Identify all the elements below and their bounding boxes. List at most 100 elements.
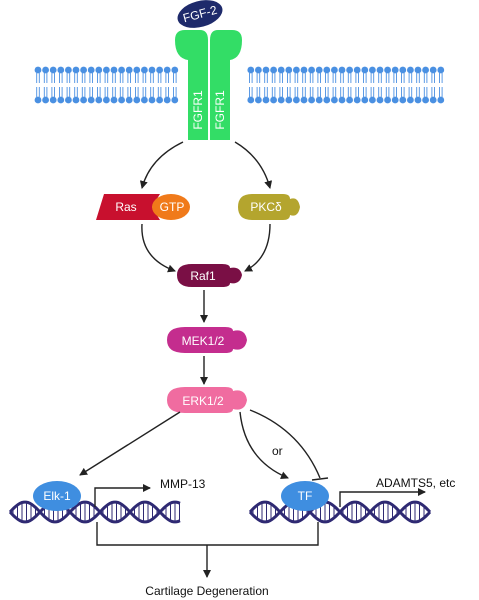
arrow-erk-to-elk1 (79, 411, 181, 476)
elk1-label: Elk-1 (43, 489, 71, 503)
lipid-head (308, 66, 315, 74)
lipid-head (346, 66, 353, 74)
erk12-node: ERK1/2 (167, 387, 247, 413)
lipid-head (163, 96, 171, 104)
inhibition-erk-to-tf (249, 409, 321, 479)
lipid-head (65, 66, 72, 74)
fgfr1-left-label: FGFR1 (191, 90, 205, 130)
lipid-head (103, 96, 110, 104)
lipid-head (437, 66, 445, 74)
lipid-head (156, 66, 164, 74)
lipid-head (148, 96, 156, 104)
pkc-label: PKCδ (250, 200, 282, 214)
lipid-head (125, 66, 133, 74)
lipid-head (255, 96, 262, 104)
lipid-head (133, 96, 141, 104)
mmp13-label: MMP-13 (160, 477, 206, 491)
lipid-head (376, 66, 384, 74)
lipid-head (156, 96, 164, 104)
lipid-head (361, 96, 369, 104)
lipid-head (407, 96, 414, 104)
dna-helix-left (8, 500, 181, 524)
lipid-head (34, 96, 42, 104)
lipid-head (315, 96, 323, 104)
lipid-head (103, 66, 110, 74)
lipid-head (125, 96, 133, 104)
transcription-arrow-adamts5 (339, 488, 426, 507)
lipid-head (72, 96, 80, 104)
lipid-head (49, 66, 57, 74)
lipid-head (353, 66, 361, 74)
arrow-ras-to-raf1 (141, 223, 176, 273)
lipid-head (369, 96, 376, 104)
lipid-head (384, 96, 391, 104)
outcome-label: Cartilage Degeneration (145, 584, 268, 598)
lipid-head (133, 66, 141, 74)
cell-membrane (34, 66, 445, 104)
ras-label: Ras (115, 200, 136, 214)
lipid-head (300, 66, 308, 74)
fgfr1-right-label: FGFR1 (213, 90, 227, 130)
convergence-bracket (96, 522, 319, 546)
lipid-head (57, 66, 65, 74)
arrow-pkc-to-raf1 (244, 223, 271, 272)
lipid-head (376, 96, 384, 104)
fgfr1-receptor-dimer: FGFR1 FGFR1 (175, 30, 242, 140)
dna-strand (8, 500, 181, 524)
lipid-head (148, 66, 156, 74)
transcription-arrow-mmp13 (94, 484, 151, 507)
lipid-head (384, 66, 391, 74)
lipid-head (87, 66, 95, 74)
lipid-head (110, 96, 118, 104)
lipid-head (171, 96, 179, 104)
lipid-head (87, 96, 95, 104)
arrow-erk-to-tf (239, 411, 289, 479)
lipid-head (429, 66, 437, 74)
tf-label: TF (298, 489, 313, 503)
lipid-head (338, 66, 346, 74)
lipid-head (429, 96, 437, 104)
lipid-head (300, 96, 308, 104)
fgf2-ligand: FGF-2 (177, 0, 223, 28)
lipid-head (437, 96, 445, 104)
raf1-node: Raf1 (177, 264, 242, 287)
lipid-head (414, 96, 422, 104)
lipid-head (346, 96, 353, 104)
lipid-head (118, 96, 125, 104)
lipid-head (65, 96, 72, 104)
arrow-receptor-to-pkc (234, 141, 273, 189)
lipid-head (141, 66, 148, 74)
lipid-head (163, 66, 171, 74)
lipid-head (407, 66, 414, 74)
lipid-head (171, 66, 179, 74)
lipid-head (323, 66, 331, 74)
fgfr1-right-chain (210, 30, 242, 140)
lipid-head (118, 66, 125, 74)
gtp-shape (152, 194, 190, 220)
raf1-label: Raf1 (190, 269, 216, 283)
fgfr1-left-chain (175, 30, 208, 140)
tf-node: TF (281, 481, 329, 511)
lipid-head (308, 96, 315, 104)
lipid-head (270, 66, 277, 74)
lipid-head (323, 96, 331, 104)
lipid-head (141, 96, 148, 104)
lipid-head (42, 96, 49, 104)
dna-strand (248, 500, 432, 524)
lipid-head (338, 96, 346, 104)
gtp-label: GTP (160, 200, 185, 214)
inhibition-bar (311, 477, 329, 481)
lipid-head (285, 96, 293, 104)
lipid-head (331, 66, 338, 74)
pkc-delta-node: PKCδ (238, 194, 300, 220)
lipid-head (422, 66, 429, 74)
or-label: or (272, 444, 283, 458)
lipid-head (391, 66, 399, 74)
arrow-receptor-to-ras (139, 141, 184, 189)
lipid-head (72, 66, 80, 74)
lipid-head (361, 66, 369, 74)
lipid-head (277, 66, 285, 74)
lipid-head (95, 96, 103, 104)
lipid-head (262, 96, 270, 104)
lipid-head (414, 66, 422, 74)
